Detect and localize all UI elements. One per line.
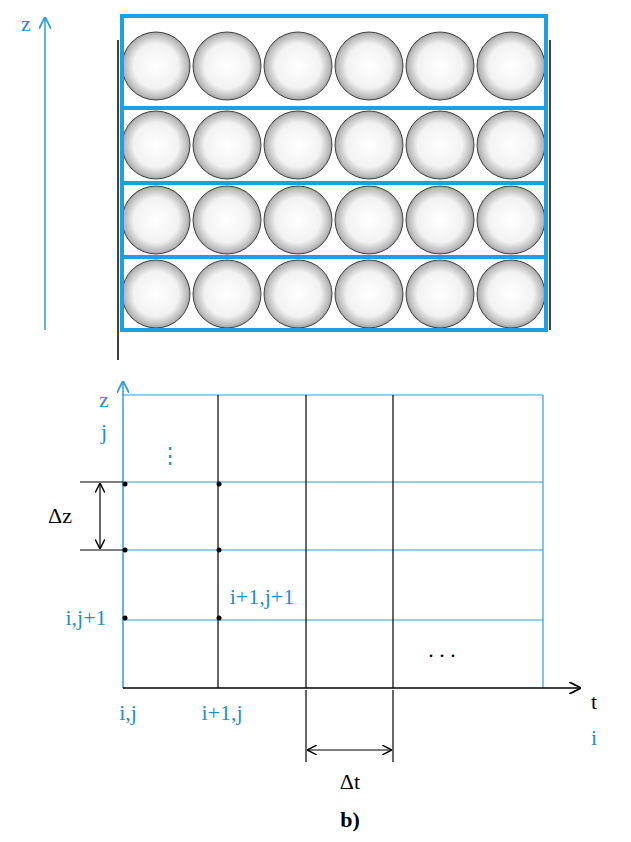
axis-label: t <box>591 691 597 713</box>
node-label: i+1,j <box>201 702 242 724</box>
dz-dimension <box>80 482 123 550</box>
wall <box>549 40 551 330</box>
ellipsis: . . . <box>428 639 456 661</box>
sphere <box>193 32 261 100</box>
sphere <box>477 186 545 254</box>
axis-label: z <box>21 13 31 35</box>
dimension-label: Δz <box>48 505 72 527</box>
dt-dimension <box>306 690 393 762</box>
sphere-packing <box>122 32 545 328</box>
sphere <box>264 32 332 100</box>
sphere <box>193 260 261 328</box>
z-axis <box>122 382 124 688</box>
sphere <box>477 260 545 328</box>
sphere <box>335 32 403 100</box>
grid-rows <box>123 395 543 688</box>
index-label: j <box>101 421 107 443</box>
sphere <box>264 260 332 328</box>
sphere <box>122 111 190 179</box>
sphere <box>122 32 190 100</box>
sphere <box>477 32 545 100</box>
sphere <box>477 111 545 179</box>
node-label: i,j <box>119 702 137 724</box>
sphere <box>406 111 474 179</box>
node-label: i,j+1 <box>65 607 106 629</box>
index-label: i <box>591 727 597 749</box>
sphere <box>335 186 403 254</box>
ellipsis: ⋮ <box>159 445 181 467</box>
sphere <box>193 186 261 254</box>
t-axis <box>123 687 580 689</box>
sphere <box>122 260 190 328</box>
sphere <box>335 111 403 179</box>
sphere <box>264 111 332 179</box>
wall <box>117 40 119 360</box>
sphere <box>406 260 474 328</box>
sphere <box>264 186 332 254</box>
subfigure-label: b) <box>340 809 360 831</box>
sphere <box>406 32 474 100</box>
container-outline <box>122 16 546 330</box>
axis-label: z <box>99 389 109 411</box>
grid-nodes <box>123 482 222 621</box>
sphere <box>122 186 190 254</box>
sphere <box>406 186 474 254</box>
layer-lines <box>122 108 546 257</box>
sphere <box>335 260 403 328</box>
grid-columns <box>218 395 393 688</box>
node-label: i+1,j+1 <box>230 586 295 608</box>
z-axis <box>44 18 46 330</box>
dimension-label: Δt <box>340 771 360 793</box>
sphere <box>193 111 261 179</box>
